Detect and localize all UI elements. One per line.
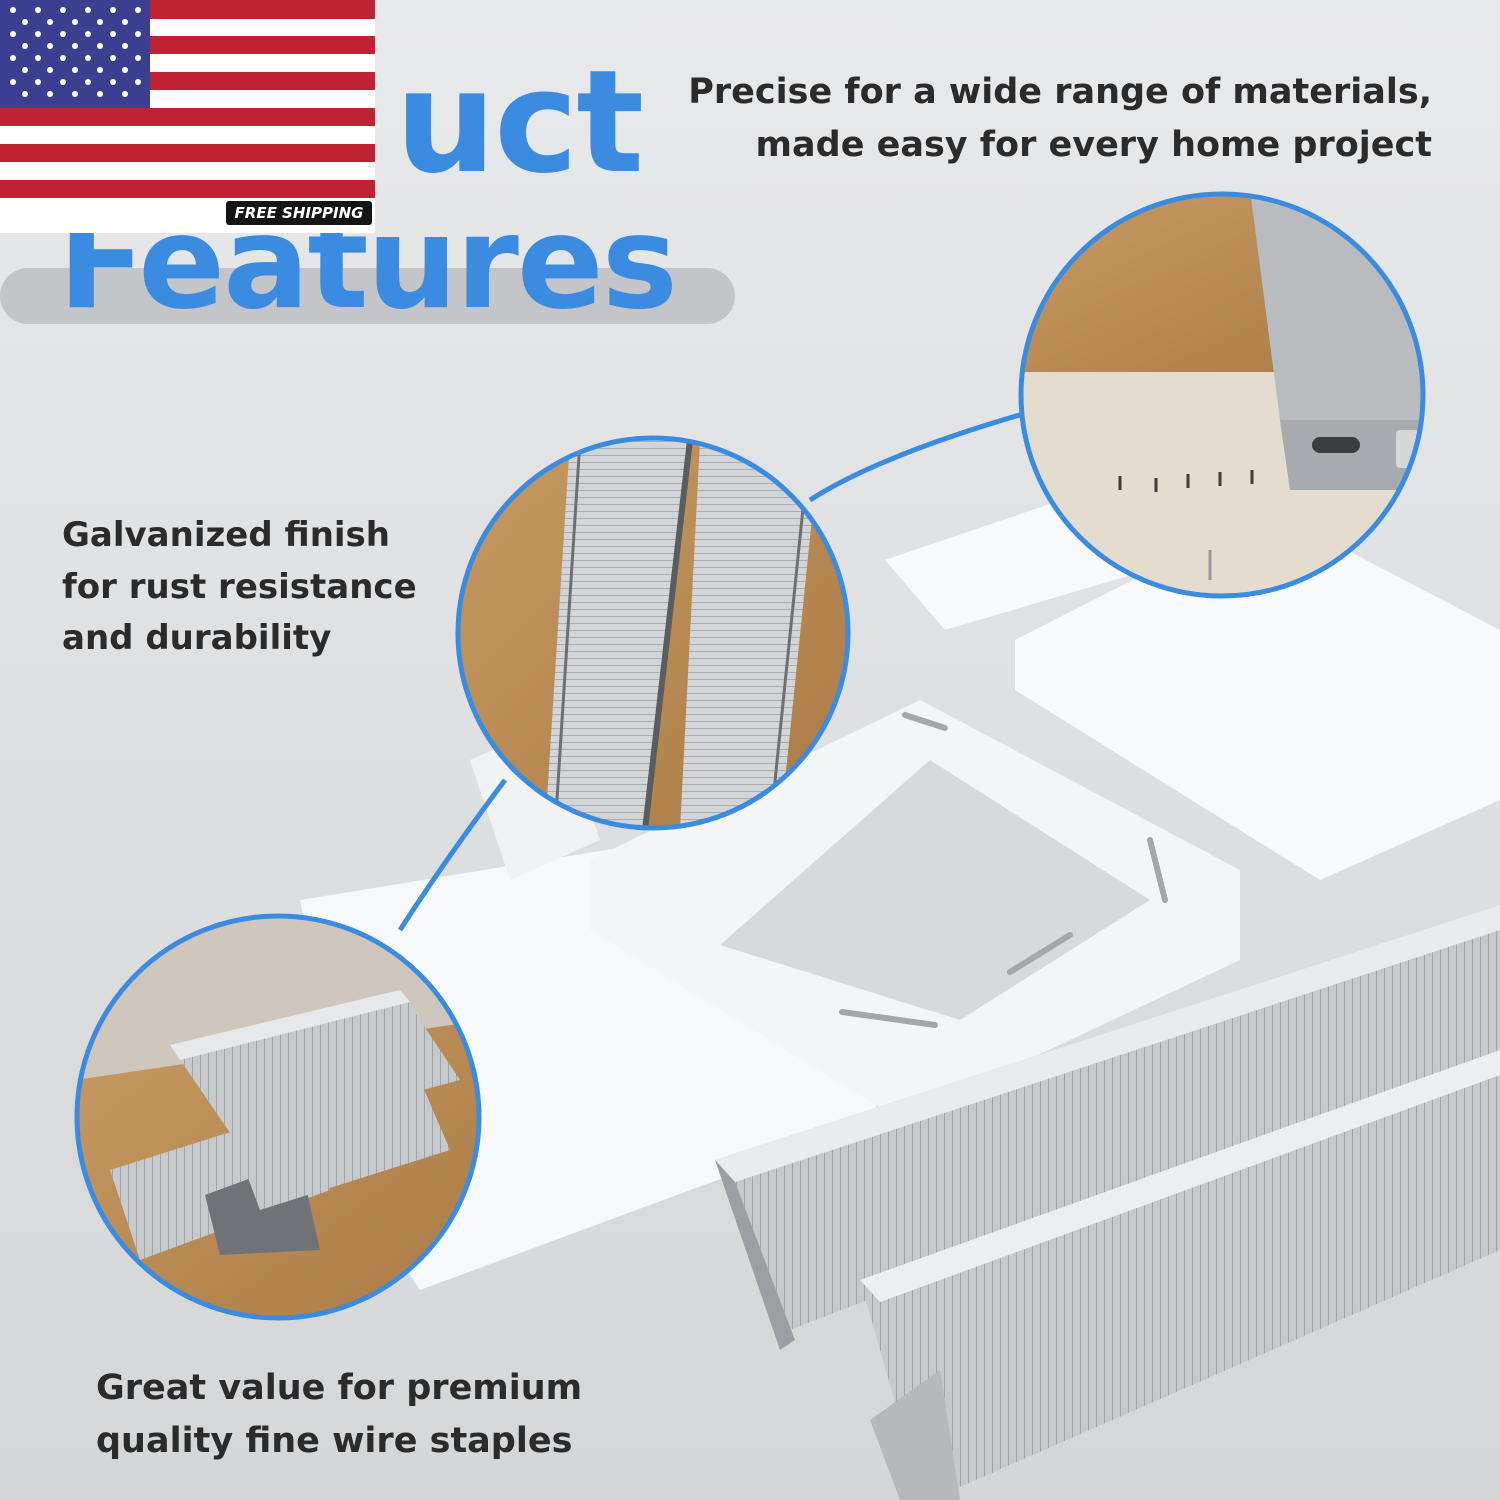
heading-line-1: uct — [395, 40, 644, 205]
magnifier-staple-sticks — [74, 913, 482, 1321]
feature-materials: Precise for a wide range of materials, m… — [688, 66, 1432, 172]
magnifier-staple-closeup — [455, 435, 851, 831]
feature-line: made easy for every home project — [755, 125, 1432, 166]
magnifier-stapler — [1018, 191, 1426, 599]
feature-line: and durability — [62, 618, 332, 659]
feature-line: Precise for a wide range of materials, — [688, 72, 1432, 112]
feature-galvanized: Galvanized finish for rust resistance an… — [62, 510, 417, 665]
feature-line: Great value for premium — [96, 1368, 583, 1408]
feature-line: Galvanized finish — [62, 515, 390, 555]
us-flag-icon — [0, 0, 375, 233]
free-shipping-badge: FREE SHIPPING — [226, 201, 372, 225]
feature-line: quality fine wire staples — [96, 1421, 573, 1462]
feature-value: Great value for premium quality fine wir… — [96, 1362, 582, 1468]
feature-line: for rust resistance — [62, 566, 417, 607]
